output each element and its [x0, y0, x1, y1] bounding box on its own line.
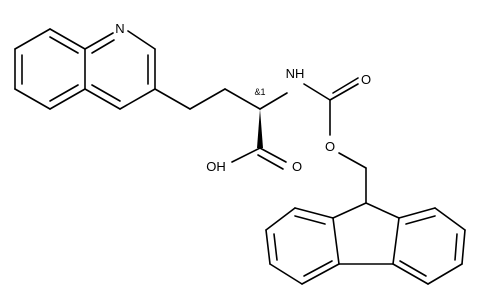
bond	[91, 39, 115, 54]
fluorenyl-group	[265, 202, 466, 285]
bond	[338, 152, 367, 169]
bond	[127, 30, 156, 50]
bond	[294, 207, 334, 219]
bond	[49, 36, 79, 54]
bond	[257, 154, 284, 170]
bond	[84, 88, 121, 110]
bond	[332, 77, 359, 94]
bond	[119, 88, 156, 110]
bond	[294, 215, 326, 225]
bond	[461, 229, 466, 265]
bond	[259, 147, 287, 163]
bond	[259, 92, 288, 110]
bond	[301, 263, 340, 285]
quinoline-nitrogen-label: N	[115, 21, 124, 36]
bond	[399, 260, 427, 277]
bond	[231, 147, 261, 163]
bond	[434, 207, 466, 231]
wedge-bond	[257, 109, 263, 148]
bond	[224, 88, 261, 110]
bond	[303, 83, 331, 101]
bond	[454, 233, 458, 261]
bond	[303, 260, 333, 277]
stereo-descriptor-label: &1	[254, 87, 265, 97]
acid-carbonyl-oxygen-label: O	[292, 159, 302, 174]
carbamate-group: O O	[303, 72, 371, 204]
quinoline-group: N	[14, 21, 156, 110]
bond	[329, 83, 359, 101]
bond	[265, 229, 271, 265]
bond	[392, 217, 400, 265]
bond	[405, 215, 436, 225]
bond	[265, 207, 296, 231]
acid-hydroxyl-label: OH	[206, 159, 226, 174]
bond	[427, 263, 463, 285]
bond	[273, 233, 278, 261]
carbamate-nh-label: NH	[286, 66, 305, 81]
bond	[332, 217, 340, 265]
bond	[392, 263, 429, 285]
bond	[49, 84, 79, 102]
carbamate-carbonyl-oxygen-label: O	[361, 72, 371, 87]
amino-acid-core: NH &1 OH O	[206, 66, 304, 174]
bond	[189, 88, 226, 110]
bond	[154, 88, 191, 110]
bond	[49, 88, 86, 110]
bond	[365, 202, 400, 219]
bond	[332, 202, 367, 219]
carbamate-ether-oxygen-label: O	[325, 139, 335, 154]
bond	[269, 263, 303, 285]
bond	[14, 28, 51, 50]
bond	[91, 84, 121, 102]
side-chain	[154, 88, 261, 110]
bond	[49, 28, 86, 50]
bond	[84, 32, 114, 50]
bond	[398, 207, 436, 219]
bond	[14, 88, 51, 110]
